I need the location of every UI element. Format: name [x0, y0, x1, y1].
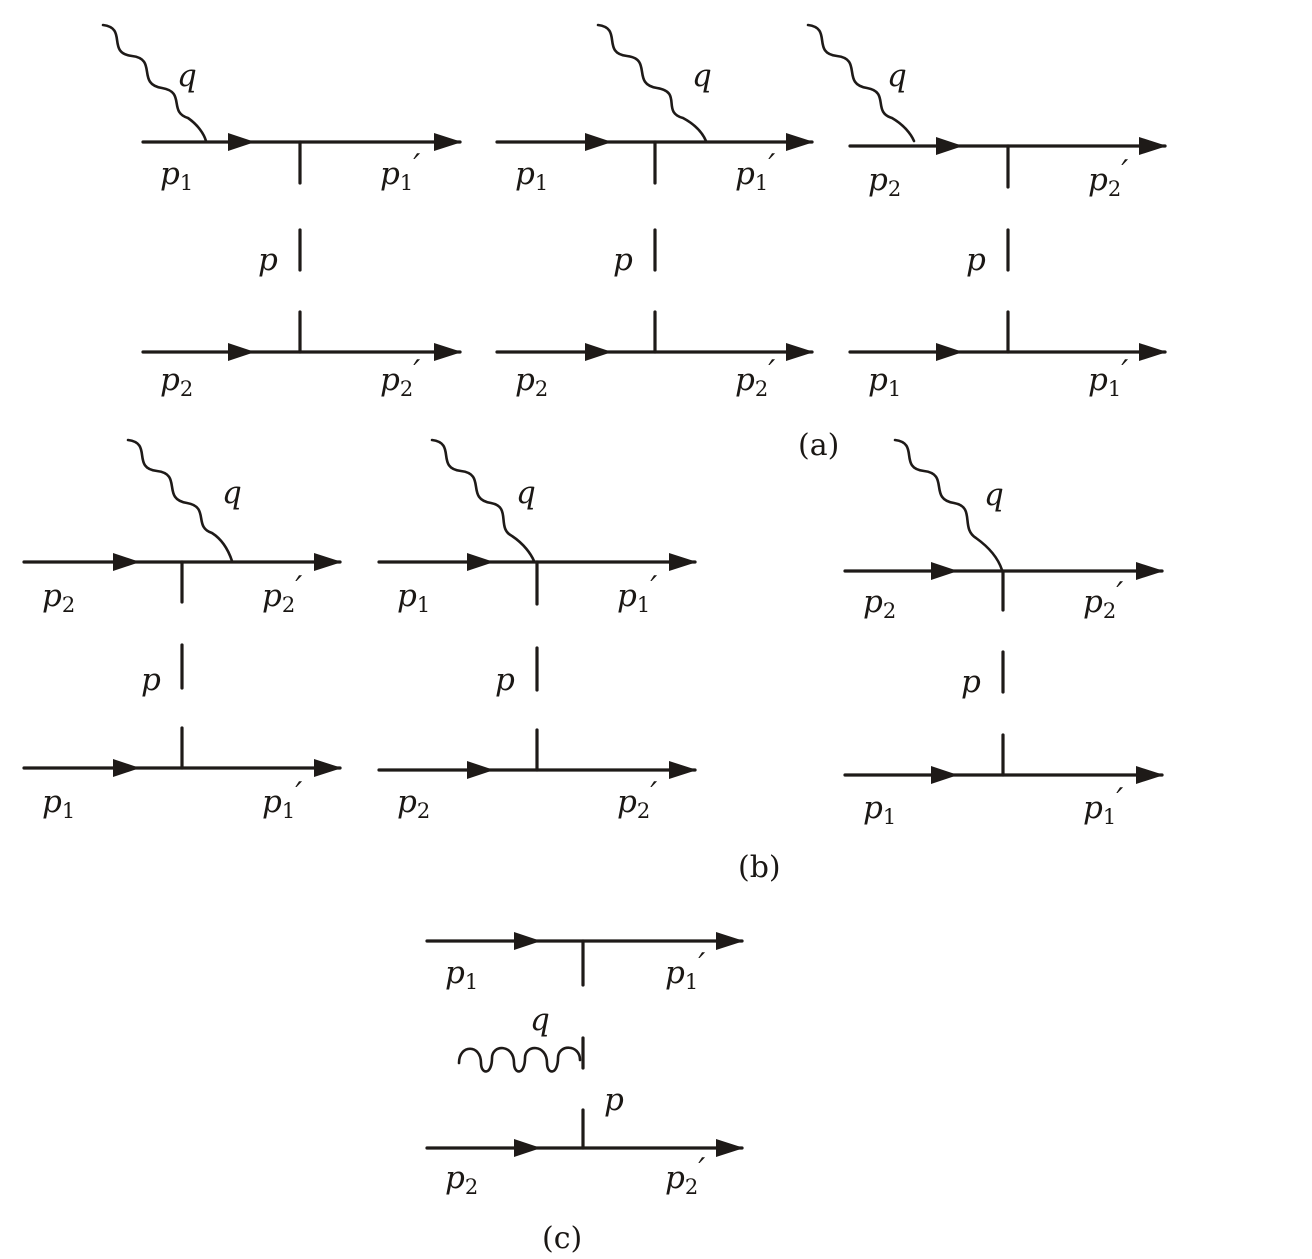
photon-label-q: q — [887, 58, 907, 94]
arrow-bottom-out — [669, 761, 697, 779]
label-p2-in: p2 — [863, 584, 896, 623]
exchange-label-p: p — [604, 1082, 624, 1118]
label-p2-out: p2′ — [380, 354, 420, 401]
photon-line — [893, 438, 1004, 572]
photon-label-q: q — [222, 475, 242, 511]
label-p2-out: p2′ — [617, 776, 657, 823]
diagram-b3: q p p2 p2′ p1 p1′ — [843, 438, 1164, 829]
photon-label-q: q — [177, 58, 197, 94]
arrow-bottom-out — [786, 343, 814, 361]
label-p2-out: p2′ — [735, 354, 775, 401]
photon-label-q: q — [692, 58, 712, 94]
arrow-bottom-in — [228, 343, 255, 361]
photon-line — [457, 1046, 582, 1073]
arrow-top-out — [786, 133, 814, 151]
photon-line — [596, 23, 708, 143]
arrow-top-in — [931, 562, 958, 580]
caption-a: (a) — [798, 428, 839, 463]
arrow-top-in — [936, 137, 963, 155]
label-p1-out: p1′ — [380, 148, 420, 195]
label-p1-in: p1 — [42, 784, 75, 823]
label-p1-in: p1 — [445, 955, 478, 994]
label-p1-out: p1′ — [262, 776, 302, 823]
label-p1-out: p1′ — [617, 570, 657, 617]
label-p1-in: p1 — [863, 790, 896, 829]
label-p1-out: p1′ — [1088, 354, 1128, 401]
label-p2-out: p2′ — [262, 570, 302, 617]
arrow-bottom-out — [1136, 766, 1164, 784]
label-p2-in: p2 — [515, 362, 548, 401]
label-p2-out: p2′ — [1083, 576, 1123, 623]
exchange-label-p: p — [141, 662, 161, 698]
photon-line — [806, 23, 916, 143]
arrow-top-in — [585, 133, 612, 151]
arrow-top-out — [1136, 562, 1164, 580]
label-p1-in: p1 — [868, 362, 901, 401]
arrow-bottom-out — [434, 343, 462, 361]
photon-label-q: q — [984, 477, 1004, 513]
arrow-top-out — [1139, 137, 1167, 155]
arrow-bottom-in — [585, 343, 612, 361]
panel-b: q p p2 p2′ p1 p1′ q p — [22, 438, 1164, 885]
arrow-bottom-out — [314, 759, 342, 777]
label-p2-in: p2 — [445, 1160, 478, 1199]
exchange-label-p: p — [961, 664, 981, 700]
exchange-label-p: p — [258, 242, 278, 278]
label-p1-out: p1′ — [665, 947, 705, 994]
arrow-top-out — [669, 553, 697, 571]
photon-label-q: q — [516, 475, 536, 511]
label-p1-out: p1′ — [735, 148, 775, 195]
exchange-label-p: p — [966, 242, 986, 278]
label-p2-in: p2 — [160, 362, 193, 401]
arrow-top-in — [228, 133, 255, 151]
arrow-top-out — [434, 133, 462, 151]
arrow-top-out — [716, 932, 744, 950]
diagram-b1: q p p2 p2′ p1 p1′ — [22, 438, 342, 823]
photon-line — [101, 23, 208, 143]
arrow-bottom-in — [514, 1139, 541, 1157]
label-p1-in: p1 — [160, 156, 193, 195]
label-p2-in: p2 — [42, 578, 75, 617]
diagram-a2: q p p1 p1′ p2 p2′ — [495, 23, 814, 401]
arrow-top-in — [113, 553, 140, 571]
exchange-label-p: p — [495, 662, 515, 698]
arrow-top-in — [467, 553, 494, 571]
arrow-bottom-in — [113, 759, 140, 777]
caption-c: (c) — [542, 1221, 582, 1256]
photon-line — [126, 438, 234, 563]
exchange-label-p: p — [613, 242, 633, 278]
arrow-top-in — [514, 932, 541, 950]
label-p1-in: p1 — [515, 156, 548, 195]
arrow-top-out — [314, 553, 342, 571]
arrow-bottom-in — [467, 761, 494, 779]
label-p1-in: p1 — [397, 578, 430, 617]
arrow-bottom-in — [931, 766, 958, 784]
label-p2-in: p2 — [868, 162, 901, 201]
diagram-b2: q p p1 p1′ p2 p2′ — [377, 438, 697, 823]
photon-label-q: q — [530, 1002, 550, 1038]
caption-b: (b) — [738, 850, 781, 885]
label-p2-out: p2′ — [665, 1152, 705, 1199]
label-p1-out: p1′ — [1083, 782, 1123, 829]
diagram-a3: q p p2 p2′ p1 p1′ — [806, 23, 1167, 401]
arrow-bottom-in — [936, 343, 963, 361]
diagram-a1: q p p1 p1′ p2 p2′ — [101, 23, 462, 401]
arrow-bottom-out — [716, 1139, 744, 1157]
label-p2-in: p2 — [397, 784, 430, 823]
panel-c: q p p1 p1′ p2 p2′ (c) — [425, 932, 744, 1256]
arrow-bottom-out — [1139, 343, 1167, 361]
diagram-c1: q p p1 p1′ p2 p2′ — [425, 932, 744, 1199]
label-p2-out: p2′ — [1088, 154, 1128, 201]
photon-line — [430, 438, 536, 563]
panel-a: q p p1 p1′ p2 p2′ q p — [101, 23, 1167, 463]
